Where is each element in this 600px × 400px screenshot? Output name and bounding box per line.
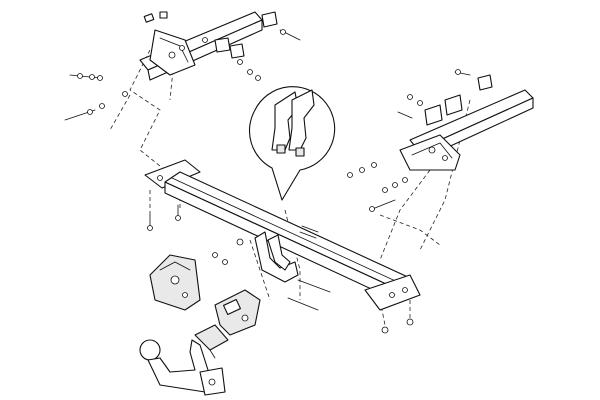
socket-plate (149, 254, 201, 311)
left-chassis-bracket (139, 11, 263, 81)
detail-callout (248, 86, 336, 201)
left-bracket-hardware (64, 11, 301, 121)
hitch-receiver (214, 289, 261, 336)
right-bracket-hardware (347, 69, 493, 212)
right-chassis-bracket (399, 89, 534, 171)
crossbar-fasteners (147, 204, 414, 334)
ball-hitch (139, 324, 229, 396)
main-crossbar (144, 159, 421, 311)
